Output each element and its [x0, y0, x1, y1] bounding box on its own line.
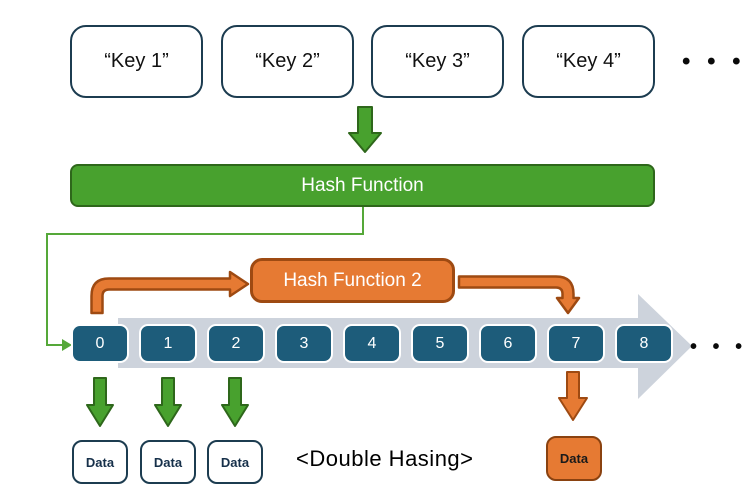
- cell-1-label: 1: [163, 334, 173, 352]
- data-slot1-label: Data: [153, 454, 183, 470]
- data-slot2-label: Data: [220, 454, 250, 470]
- array-cell-0: 0: [71, 324, 129, 363]
- key-box-2: “Key 2”: [221, 25, 354, 98]
- array-band-arrow-icon: [118, 294, 692, 399]
- cell2-to-data-arrow-icon: [221, 377, 249, 427]
- array-cell-4: 4: [343, 324, 401, 363]
- array-cell-5: 5: [411, 324, 469, 363]
- data-box-slot0: Data: [72, 440, 128, 484]
- key-3-label: “Key 3”: [405, 50, 470, 72]
- cell-8-label: 8: [639, 334, 649, 352]
- cell-0-label: 0: [95, 334, 105, 352]
- key-box-1: “Key 1”: [70, 25, 203, 98]
- array-cell-8: 8: [615, 324, 673, 363]
- keys-ellipsis: • • •: [682, 48, 746, 75]
- array-cell-1: 1: [139, 324, 197, 363]
- cell0-to-data-arrow-icon: [86, 377, 114, 427]
- key-box-3: “Key 3”: [371, 25, 504, 98]
- cell-4-label: 4: [367, 334, 377, 352]
- data-slot0-label: Data: [85, 454, 115, 470]
- cell1-to-data-arrow-icon: [154, 377, 182, 427]
- data-box-slot2: Data: [207, 440, 263, 484]
- array-cell-6: 6: [479, 324, 537, 363]
- key-1-label: “Key 1”: [104, 50, 169, 72]
- cell-3-label: 3: [299, 334, 309, 352]
- data-box-slot7: Data: [546, 436, 602, 481]
- cell-2-label: 2: [231, 334, 241, 352]
- key-4-label: “Key 4”: [556, 50, 621, 72]
- diagram-caption: <Double Hasing>: [296, 446, 474, 471]
- cells-ellipsis: • • •: [690, 336, 748, 358]
- key-box-4: “Key 4”: [522, 25, 655, 98]
- hash-function-label: Hash Function: [301, 174, 424, 196]
- hash-function-2-box: Hash Function 2: [250, 258, 455, 303]
- cell-6-label: 6: [503, 334, 513, 352]
- array-cell-2: 2: [207, 324, 265, 363]
- cell-5-label: 5: [435, 334, 445, 352]
- array-to-hash2-arrow-icon: [90, 270, 250, 315]
- hash-function-bar: Hash Function: [70, 164, 655, 207]
- cell7-to-data-arrow-icon: [558, 371, 588, 421]
- hash-to-array-connector-line: [46, 207, 364, 346]
- cell-7-label: 7: [571, 334, 581, 352]
- keys-to-hash-arrow-icon: [348, 106, 382, 153]
- hash-function-2-label: Hash Function 2: [283, 269, 422, 291]
- data-slot7-label: Data: [559, 451, 589, 466]
- data-box-slot1: Data: [140, 440, 196, 484]
- hash-to-array-arrowhead-icon: [62, 339, 72, 351]
- key-2-label: “Key 2”: [255, 50, 320, 72]
- array-cell-3: 3: [275, 324, 333, 363]
- array-cell-7: 7: [547, 324, 605, 363]
- hash2-to-cell7-arrow-icon: [457, 275, 581, 315]
